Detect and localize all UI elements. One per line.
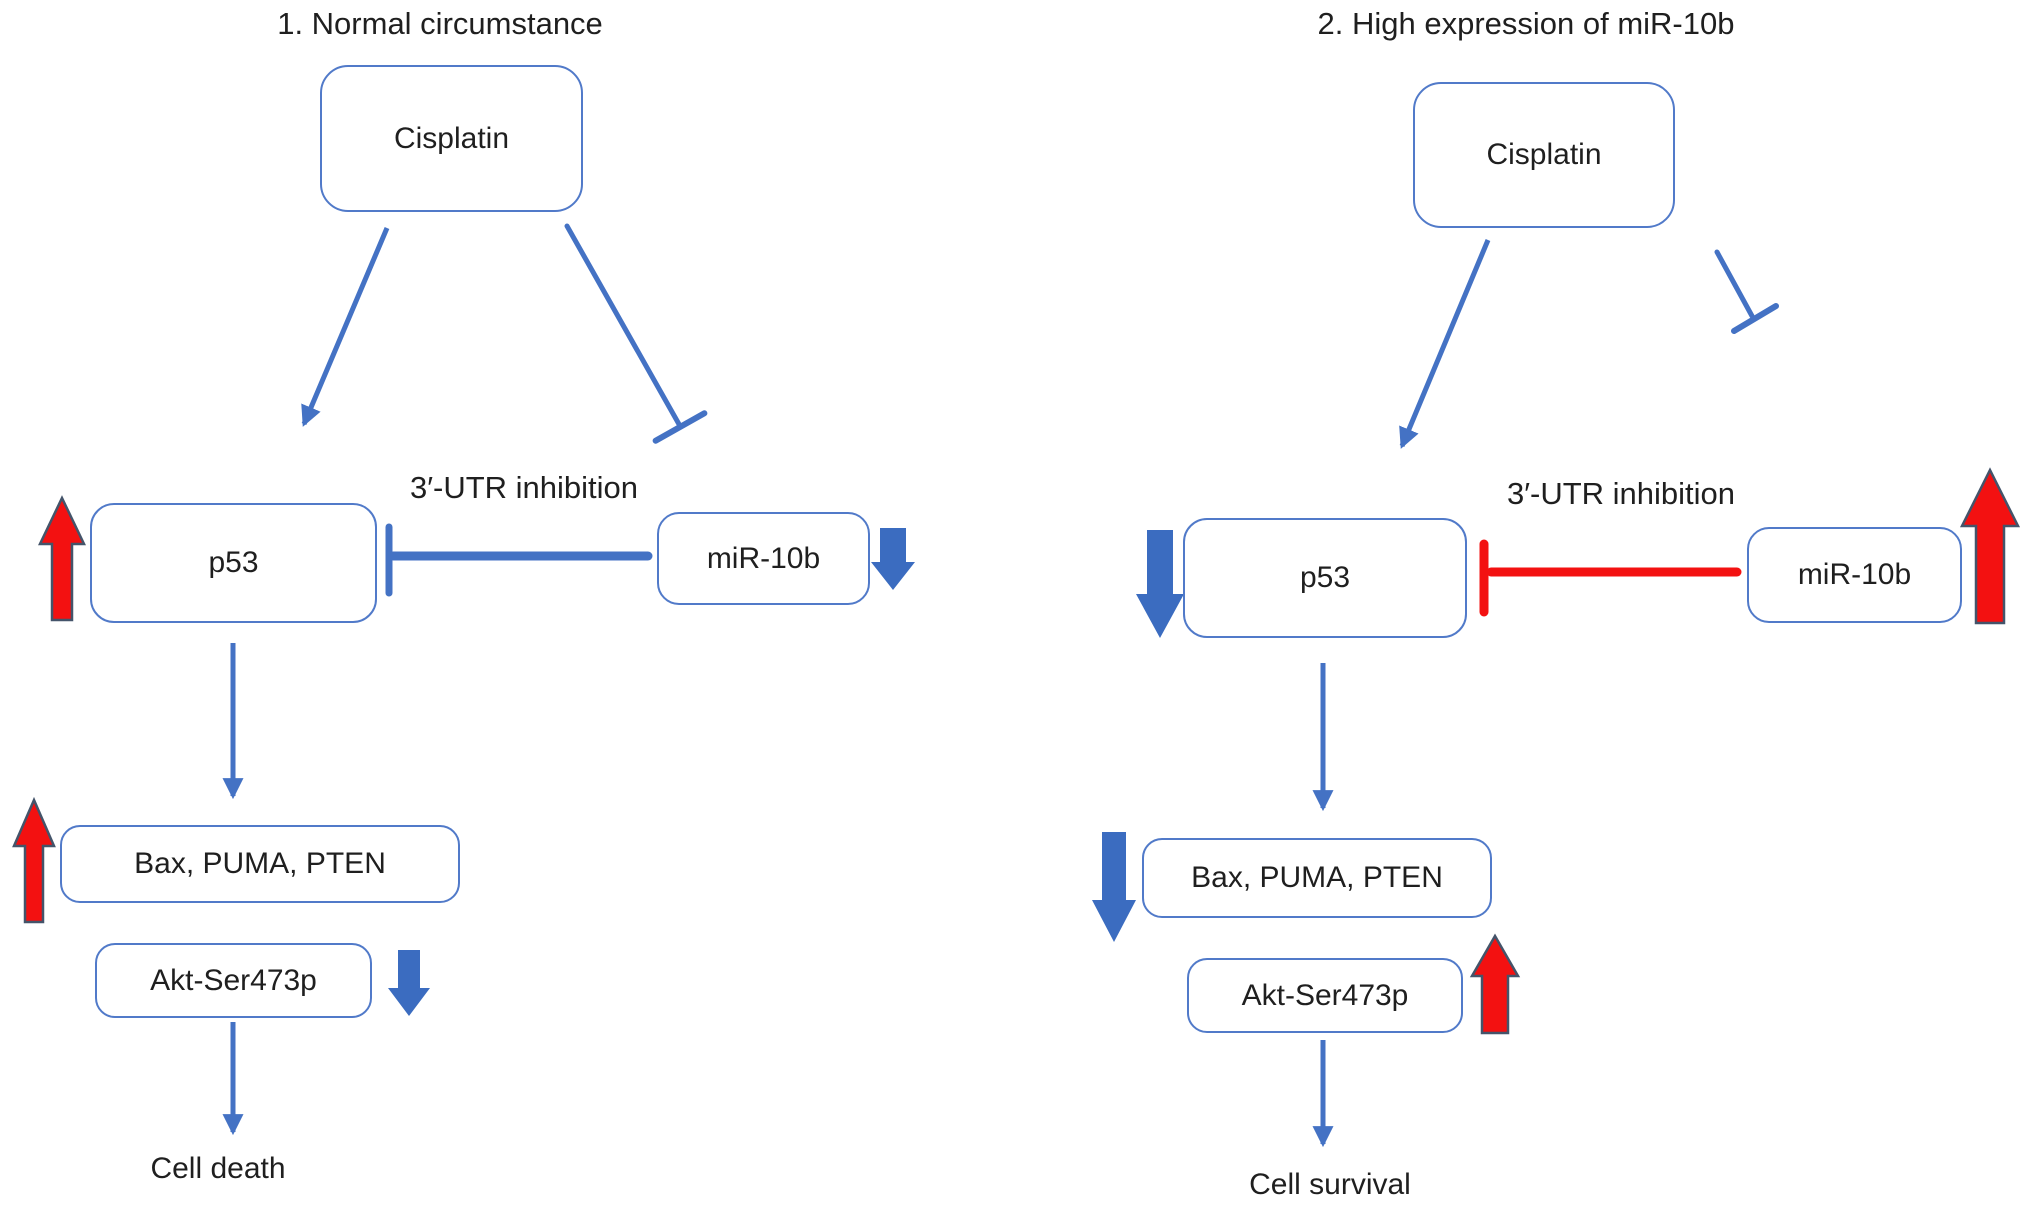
utr-inhibition-label-right: 3′-UTR inhibition	[1506, 476, 1736, 511]
downregulation-arrow-akt-left	[388, 950, 430, 1016]
p53-box-right: p53	[1183, 518, 1467, 638]
activation-arrow-cisplatin-p53-left	[301, 227, 390, 427]
mir10b-box-right: miR-10b	[1747, 527, 1962, 623]
upregulation-arrow-p53-left	[38, 495, 86, 622]
weak-inhibition-line-cisplatin-mir10b-right	[1714, 249, 1779, 334]
inhibition-line-cisplatin-mir10b-left	[564, 223, 708, 444]
upregulation-arrow-akt-right	[1469, 933, 1521, 1035]
downregulation-arrow-bax-right	[1092, 832, 1136, 942]
outcome-label-cell-survival: Cell survival	[1249, 1168, 1411, 1201]
outcome-label-cell-death: Cell death	[150, 1152, 286, 1185]
downregulation-arrow-p53-right	[1136, 530, 1184, 638]
activation-arrow-cisplatin-p53-right	[1399, 239, 1491, 449]
utr-inhibition-label-left: 3′-UTR inhibition	[409, 470, 639, 505]
downregulation-arrow-mir10b-left	[871, 528, 915, 590]
akt-ser473p-box-right: Akt-Ser473p	[1187, 958, 1463, 1033]
bax-puma-pten-box-left: Bax, PUMA, PTEN	[60, 825, 460, 903]
inhibition-line-mir10b-p53-left	[385, 523, 653, 597]
panel-title-left: 1. Normal circumstance	[277, 6, 603, 41]
inhibition-line-mir10b-p53-right	[1479, 539, 1742, 617]
upregulation-arrow-bax-left	[12, 796, 56, 924]
mir10b-box-left: miR-10b	[657, 512, 870, 605]
cisplatin-box-right: Cisplatin	[1413, 82, 1675, 228]
akt-ser473p-box-left: Akt-Ser473p	[95, 943, 372, 1018]
panel-title-right: 2. High expression of miR-10b	[1317, 6, 1735, 41]
upregulation-arrow-mir10b-right	[1959, 467, 2021, 625]
cisplatin-box-left: Cisplatin	[320, 65, 583, 212]
p53-box-left: p53	[90, 503, 377, 623]
bax-puma-pten-box-right: Bax, PUMA, PTEN	[1142, 838, 1492, 918]
